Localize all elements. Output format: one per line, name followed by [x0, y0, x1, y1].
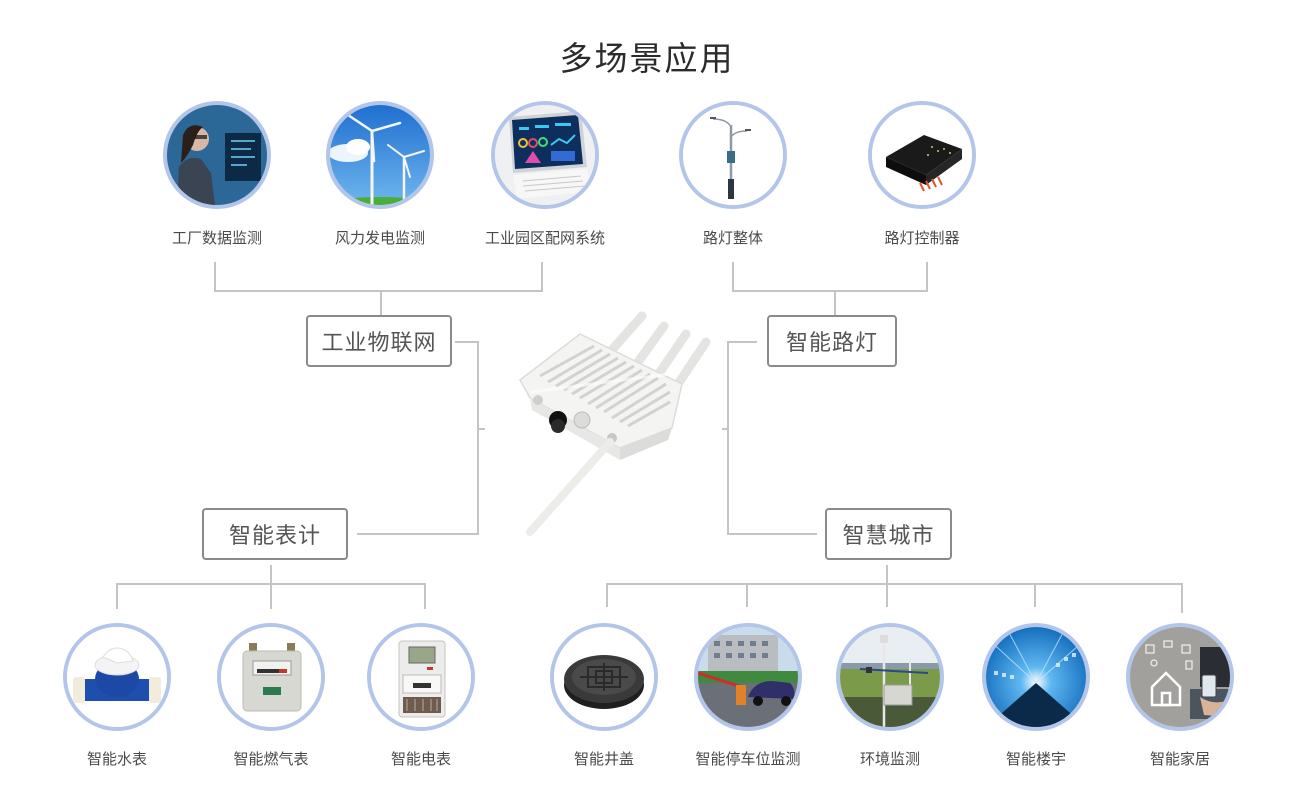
outdoor-gateway-device-icon	[519, 311, 711, 536]
electric-meter-photo	[367, 623, 475, 731]
connector-line	[541, 262, 543, 292]
smart-home-icon	[1130, 627, 1230, 727]
connector-line	[270, 565, 272, 609]
connector-line	[732, 262, 734, 292]
dashboard-screen-photo	[491, 101, 599, 209]
smart-building-photo	[982, 623, 1090, 731]
item-label: 智能楼宇	[1005, 750, 1066, 768]
wind-turbine-photo	[326, 101, 434, 209]
street-lamp-pole-photo	[679, 101, 787, 209]
weather-station-icon	[840, 627, 940, 727]
category-box-street-light: 智能路灯	[767, 315, 897, 367]
connector-line	[1034, 583, 1036, 607]
item-label: 路灯整体	[702, 229, 763, 247]
connector-tick	[722, 428, 729, 430]
connector-line	[886, 565, 888, 607]
connector-line	[834, 290, 836, 316]
weather-station-photo	[836, 623, 944, 731]
item-label: 智能电表	[390, 750, 451, 768]
connector-line	[116, 583, 118, 609]
item-label: 智能水表	[86, 750, 147, 768]
electric-meter-icon	[371, 627, 471, 727]
connector-line	[357, 533, 479, 535]
item-label: 智能家居	[1149, 750, 1210, 768]
wind-turbine-icon	[330, 105, 430, 205]
parking-barrier-icon	[698, 627, 798, 727]
factory-monitor-icon	[167, 105, 267, 205]
connector-line	[746, 583, 748, 607]
connector-tick	[477, 428, 485, 430]
water-meter-photo	[63, 623, 171, 731]
connector-line	[606, 583, 1183, 585]
connector-line	[606, 583, 608, 607]
smart-home-photo	[1126, 623, 1234, 731]
item-label: 风力发电监测	[334, 229, 425, 247]
connector-line	[116, 583, 426, 585]
connector-line	[214, 262, 216, 292]
factory-monitor-photo	[163, 101, 271, 209]
connector-line	[380, 290, 382, 316]
lamp-controller-photo	[868, 101, 976, 209]
item-label: 工厂数据监测	[171, 229, 262, 247]
item-label: 环境监测	[859, 750, 920, 768]
manhole-cover-icon	[554, 627, 654, 727]
lamp-controller-icon	[872, 105, 972, 205]
item-label: 工业园区配网系统	[484, 229, 605, 247]
connector-line	[727, 341, 729, 535]
category-box-iiot: 工业物联网	[306, 315, 452, 367]
water-meter-icon	[67, 627, 167, 727]
connector-line	[477, 341, 479, 535]
connector-line	[214, 290, 543, 292]
item-label: 智能井盖	[573, 750, 634, 768]
street-lamp-icon	[683, 105, 783, 205]
connector-line	[424, 583, 426, 609]
manhole-cover-photo	[550, 623, 658, 731]
item-label: 智能停车位监测	[695, 750, 801, 768]
connector-line	[732, 290, 928, 292]
item-label: 智能燃气表	[233, 750, 309, 768]
connector-line	[1181, 583, 1183, 613]
dashboard-screen-icon	[495, 105, 595, 205]
connector-line	[455, 341, 479, 343]
smart-building-icon	[986, 627, 1086, 727]
gas-meter-photo	[217, 623, 325, 731]
connector-line	[727, 533, 817, 535]
parking-barrier-photo	[694, 623, 802, 731]
category-box-meters: 智能表计	[202, 508, 348, 560]
category-box-smart-city: 智慧城市	[825, 508, 952, 560]
connector-line	[926, 262, 928, 292]
connector-line	[727, 341, 757, 343]
gas-meter-icon	[221, 627, 321, 727]
page-title: 多场景应用	[559, 39, 735, 78]
item-label: 路灯控制器	[884, 229, 960, 247]
